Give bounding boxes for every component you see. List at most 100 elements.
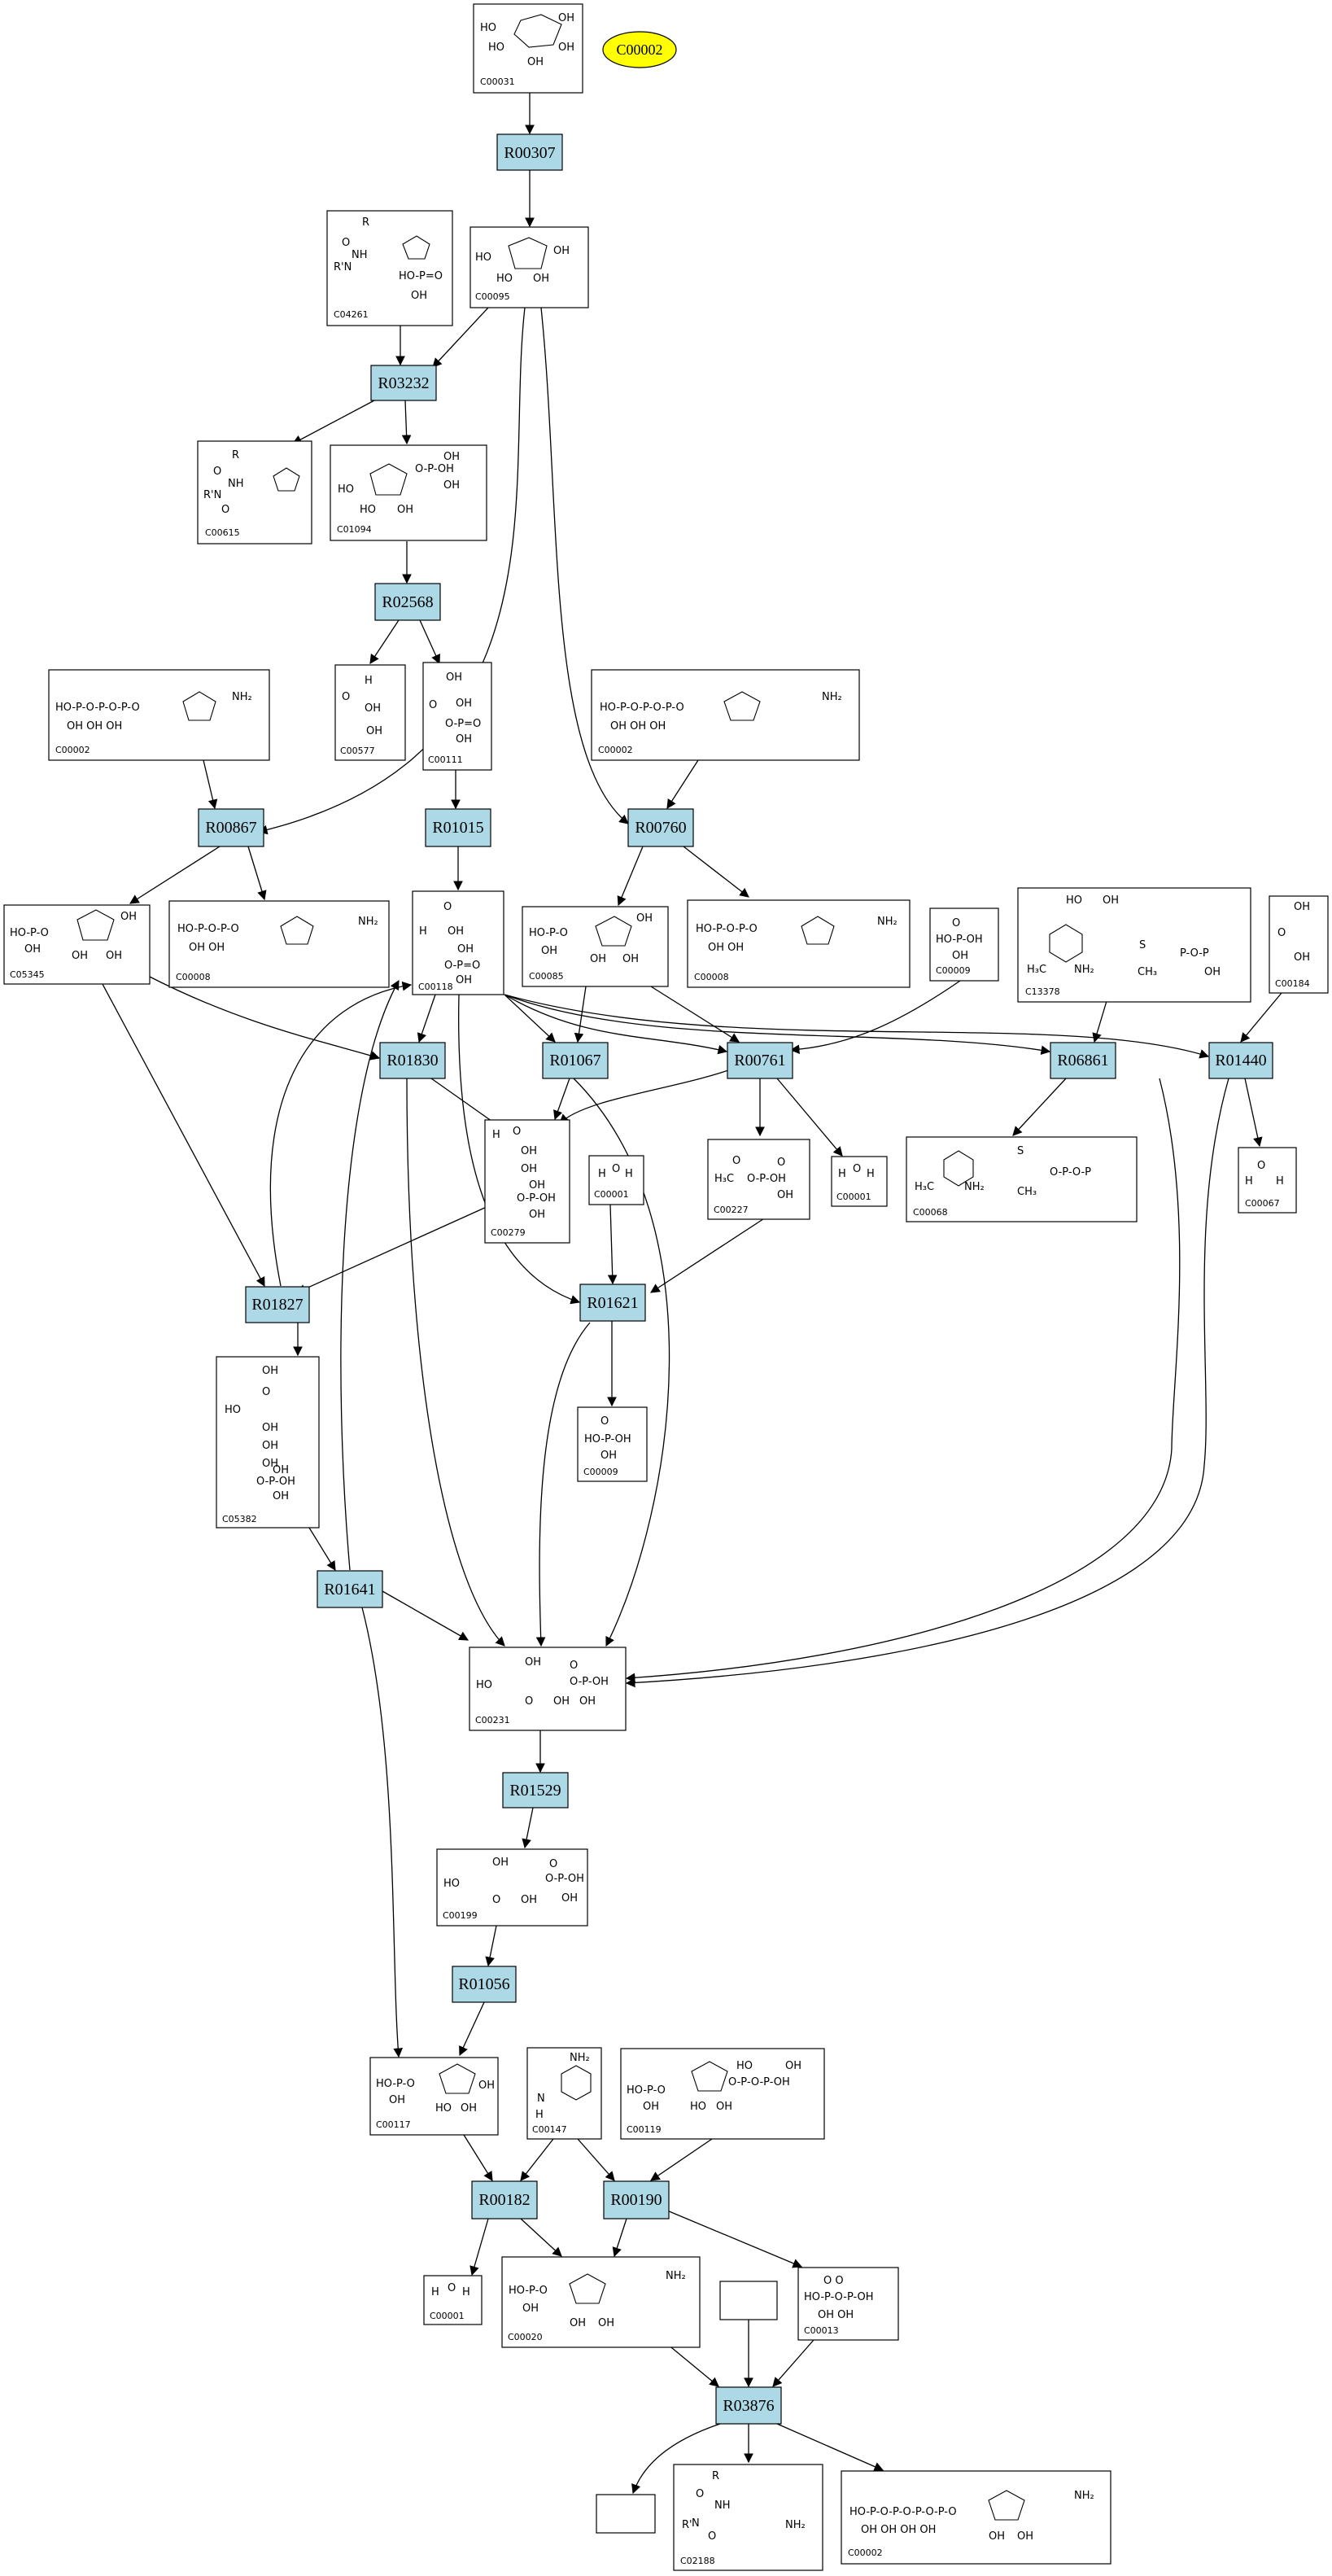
reaction-node[interactable]: R01440 [1208,1042,1273,1079]
compound-node[interactable]: R O NH R'N O C00615 [197,440,312,545]
compound-node[interactable]: OH O OH O-P=O OH C00111 [422,662,492,771]
compound-id: C05382 [222,1514,257,1524]
svg-text:HO-P-O-P-O-P-O-P-O: HO-P-O-P-O-P-O-P-O [849,2506,957,2518]
edge [522,1807,534,1849]
compound-node-empty[interactable] [719,2281,778,2320]
compound-node[interactable]: R O NH R' N O NH₂ C02188 [673,2464,823,2571]
compound-node[interactable]: HO-P-O OH NH₂ OH OH C00020 [501,2256,701,2348]
compound-node[interactable]: HO-P-O-P-O-P-O OH OH OH NH₂ C00002 [48,669,270,761]
compound-node[interactable]: H O OH OH OH O-P-OH OH C00279 [484,1119,570,1244]
reaction-node[interactable]: R00867 [198,808,264,847]
reaction-label: R01056 [458,1975,509,1993]
compound-node[interactable]: O H H C00067 [1238,1147,1297,1214]
svg-text:N: N [692,2517,700,2530]
compound-node[interactable]: HO-P-O OH OH HO OH C00117 [369,2057,499,2136]
compound-node[interactable]: OH O HO OH OH OH O-P-OH OH OH C05382 [216,1356,320,1529]
svg-text:O-P-OH: O-P-OH [256,1476,295,1488]
compound-node[interactable]: HO OH HO OH OH C00031 [473,3,583,94]
compound-id: C00119 [627,2124,662,2135]
compound-node[interactable]: H O H C00001 [831,1156,888,1207]
svg-text:NH₂: NH₂ [358,916,378,928]
compound-node[interactable]: H₃C NH₂ S O-P-O-P CH₃ C00068 [906,1136,1138,1222]
compound-id: C00031 [480,77,515,87]
svg-text:OH: OH [521,1163,537,1175]
compound-node[interactable]: HO-P-O-P-O-P-O OH OH OH NH₂ C00002 [591,669,860,761]
reaction-node[interactable]: R01827 [245,1286,310,1323]
compound-node[interactable]: H O H C00001 [588,1155,644,1205]
compound-node[interactable]: R O NH R'N HO-P=O OH C04261 [326,210,453,326]
compound-node[interactable]: H O H C00001 [423,2275,483,2325]
compound-node[interactable]: HO OH HO OH C00095 [469,226,589,308]
reaction-node[interactable]: R02568 [374,583,441,621]
compound-node[interactable]: OH O OH C00184 [1269,895,1329,994]
edge [666,759,699,809]
svg-text:HO: HO [435,2102,452,2115]
edge [504,994,1210,1059]
svg-text:CH₃: CH₃ [1017,1186,1037,1198]
svg-text:R': R' [682,2519,692,2531]
edge [295,1205,489,1294]
compound-node[interactable]: O H OH OH O-P=O OH C00118 [412,890,504,995]
reaction-node[interactable]: R01621 [579,1284,646,1322]
svg-text:OH: OH [598,2317,614,2329]
svg-text:O: O [612,1163,620,1175]
compound-node[interactable]: HO OH H₃C NH₂ S P-O-P OH CH₃ C13378 [1017,887,1251,1003]
svg-text:OH: OH [478,2080,495,2092]
svg-text:OH: OH [1103,894,1119,907]
compound-node[interactable]: O HO-P-OH OH C00009 [577,1406,648,1482]
svg-text:R'N: R'N [334,261,352,273]
reaction-node[interactable]: R00190 [603,2180,670,2220]
compound-node[interactable]: O HO-P-OH OH C00009 [929,908,999,982]
edge [504,994,556,1043]
reaction-node[interactable]: R03232 [370,365,437,401]
svg-text:O: O [429,699,437,711]
reaction-node[interactable]: R00307 [496,133,563,171]
svg-text:OH: OH [785,2060,801,2072]
compound-node[interactable]: HO-P-O OH OH OH OH C05345 [3,904,151,985]
reaction-node[interactable]: R01015 [425,808,491,847]
compound-id: C00002 [848,2548,883,2558]
reaction-node[interactable]: R01056 [452,1966,517,2003]
compound-node[interactable]: H O OH OH C00577 [334,664,406,761]
reaction-node[interactable]: R01529 [502,1772,569,1808]
svg-text:HO-P-O: HO-P-O [10,927,49,939]
compound-node[interactable]: NH₂ N H C00147 [526,2047,602,2140]
compound-node[interactable]: HO-P-O-P-O OH OH NH₂ C00008 [687,899,911,988]
svg-text:NH₂: NH₂ [666,2270,686,2282]
svg-text:OH: OH [273,1490,289,1502]
reaction-node[interactable]: R01067 [542,1042,609,1079]
compound-node[interactable]: HO-P-O OH HO OH O-P-O-P-OH HO OH C00119 [620,2048,825,2140]
svg-text:O-P-OH: O-P-OH [570,1676,609,1688]
reaction-node[interactable]: R03876 [715,2386,782,2425]
svg-text:OH: OH [636,912,653,925]
reaction-node[interactable]: R06861 [1050,1042,1116,1079]
highlight-node[interactable]: C00002 [602,31,677,68]
compound-node[interactable]: H₃C O O-P-OH O OH C00227 [707,1139,810,1220]
svg-text:O: O [952,917,960,929]
compound-id: C04261 [334,309,369,320]
svg-text:O: O [708,2530,716,2543]
svg-text:O: O [549,1858,557,1870]
edge [559,1069,729,1124]
compound-node[interactable]: HO-P-O-P-O-P-O-P-O OH OH OH OH NH₂ OH OH… [841,2470,1111,2565]
svg-text:O: O [696,2488,704,2500]
reaction-node[interactable]: R00182 [471,2180,538,2220]
svg-text:N: N [537,2093,545,2105]
svg-text:OH: OH [622,953,639,965]
compound-node[interactable]: O O HO-P-O-P-OH OH OH C00013 [797,2267,899,2341]
compound-id: C00279 [491,1227,526,1238]
compound-node-empty[interactable] [596,2494,656,2534]
reaction-node[interactable]: R00761 [727,1042,793,1079]
reaction-node[interactable]: R01830 [379,1042,446,1079]
compound-node[interactable]: OH O HO O-P-OH O OH OH C00199 [436,1848,588,1927]
reaction-node[interactable]: R00760 [627,808,694,847]
reaction-node[interactable]: R01641 [317,1570,383,1608]
compound-node[interactable]: HO-P-O-P-O OH OH NH₂ C00008 [168,900,390,988]
compound-node[interactable]: OH O HO O-P-OH O OH OH C00231 [469,1647,627,1731]
reaction-label: R06861 [1057,1052,1108,1069]
highlight-label: C00002 [616,42,662,58]
svg-text:H: H [492,1129,500,1141]
compound-id: C00020 [508,2332,543,2342]
compound-node[interactable]: O-P-OH OH OH HO HO OH C01094 [330,444,487,541]
compound-node[interactable]: HO-P-O OH OH OH OH C00085 [522,906,669,987]
